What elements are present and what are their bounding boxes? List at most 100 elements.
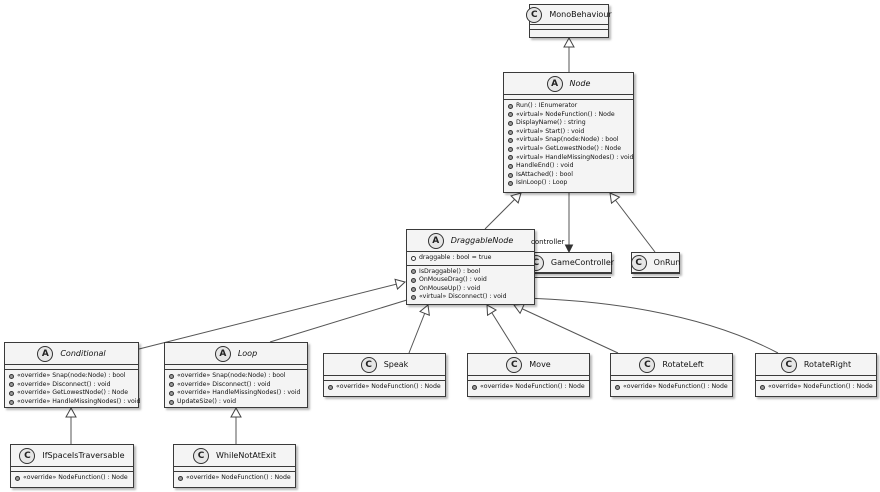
field-compartment [11,467,133,472]
class-loop[interactable]: A Loop «override» Snap(node:Node) : bool«o… [164,342,308,408]
class-name: Node [569,79,591,88]
class-method: «override» Disconnect() : void [169,381,303,390]
class-header: A Node [504,73,633,95]
class-name: MonoBehaviour [549,10,612,19]
inheritance-arrowhead [563,36,575,48]
class-name: RotateLeft [662,360,704,369]
inheritance-edge [609,192,656,253]
class-speak[interactable]: C Speak «override» NodeFunction() : Node [323,353,446,397]
class-method: UpdateSize() : void [169,398,303,407]
field-compartment [632,273,679,278]
class-method: OnMouseUp() : void [411,285,530,294]
class-name: Conditional [60,349,106,358]
class-method: OnMouseDrag() : void [411,276,530,285]
class-method: Run() : IEnumerator [508,102,629,111]
class-method: DisplayName() : string [508,119,629,128]
field-compartment: draggable : bool = true [407,252,534,266]
class-method: «virtual» Start() : void [508,128,629,137]
class-name: Speak [383,360,409,369]
field-compartment [530,25,608,30]
field-compartment [5,365,138,370]
abstract-class-icon: A [214,345,231,362]
field-compartment [324,376,445,381]
class-method: «override» HandleMissingNodes() : void [169,389,303,398]
class-method: «virtual» GetLowestNode() : Node [508,145,629,154]
method-compartment: «override» NodeFunction() : Node [11,472,133,485]
inheritance-arrowhead [510,192,522,204]
method-compartment: Run() : IEnumerator«virtual» NodeFunctio… [504,100,633,190]
class-name: GameController [550,258,615,267]
class-name: WhileNotAtExit [216,451,276,460]
abstract-class-icon: A [427,232,444,249]
class-method: «virtual» NodeFunction() : Node [508,111,629,120]
class-icon: C [19,447,36,464]
class-method: «override» NodeFunction() : Node [15,474,129,483]
method-compartment [632,278,679,283]
class-name: Loop [237,349,258,358]
class-header: C Speak [324,354,445,376]
class-name: IfSpaceIsTraversable [42,451,125,460]
class-name: Move [529,360,551,369]
class-method: «virtual» HandleMissingNodes() : void [508,154,633,163]
method-compartment: «override» NodeFunction() : Node [324,381,445,394]
class-method: IsAttached() : bool [508,171,629,180]
inheritance-arrowhead [65,406,77,418]
class-header: A Conditional [5,343,138,365]
class-method: «virtual» Snap(node:Node) : bool [508,136,629,145]
class-move[interactable]: C Move «override» NodeFunction() : Node [467,353,590,397]
method-compartment: «override» NodeFunction() : Node [756,381,876,394]
class-method: «override» NodeFunction() : Node [472,383,585,392]
abstract-class-icon: A [37,345,54,362]
association-arrowhead [564,244,574,254]
class-method: IsDraggable() : bool [411,268,530,277]
abstract-class-icon: A [546,75,563,92]
class-whilenotatexit[interactable]: C WhileNotAtExit «override» NodeFunction()… [173,444,296,488]
class-method: «override» Disconnect() : void [9,381,134,390]
class-method: «virtual» Disconnect() : void [411,293,530,302]
inheritance-edge [520,297,779,354]
inheritance-edge [513,304,619,354]
field-compartment [504,95,633,100]
class-method: «override» GetLowestNode() : Node [9,389,134,398]
class-name: RotateRight [803,360,852,369]
field-compartment [531,273,611,278]
class-header: C Move [468,354,589,376]
class-icon: C [360,356,377,373]
class-method: «override» NodeFunction() : Node [760,383,873,392]
field-compartment [611,376,732,381]
inheritance-edge [138,281,406,350]
inheritance-arrowhead [419,304,430,316]
association-label: controller [531,238,565,246]
method-compartment: «override» NodeFunction() : Node [174,472,295,485]
class-icon: C [193,447,209,464]
class-method: «override» HandleMissingNodes() : void [9,398,140,407]
class-conditional[interactable]: A Conditional «override» Snap(node:Node) :… [4,342,140,408]
field-compartment [468,376,589,381]
method-compartment: «override» Snap(node:Node) : bool«overri… [165,370,307,408]
inheritance-arrowhead [486,304,497,317]
class-name: OnRun [653,258,681,267]
class-header: C IfSpaceIsTraversable [11,445,133,467]
class-icon: C [506,356,523,373]
class-method: «override» Snap(node:Node) : bool [9,372,134,381]
class-method: «override» NodeFunction() : Node [178,474,291,483]
field-compartment [165,365,307,370]
field-compartment [174,467,295,472]
class-method: HandleEnd() : void [508,162,629,171]
class-ifspaceistraversable[interactable]: C IfSpaceIsTraversable «override» NodeFunc… [10,444,134,488]
class-field: draggable : bool = true [411,254,530,263]
